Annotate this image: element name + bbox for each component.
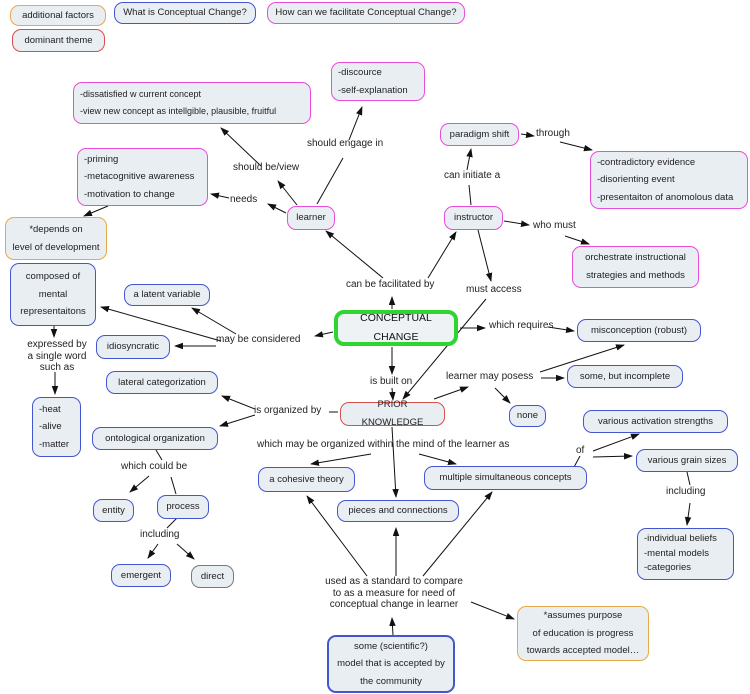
node-scientific-model[interactable]: some (scientific?) model that is accepte…: [327, 635, 455, 693]
label-which-could-be[interactable]: which could be: [121, 461, 188, 472]
label-is-built-on[interactable]: is built on: [370, 376, 413, 387]
node-assumes-purpose[interactable]: *assumes purpose of education is progres…: [517, 606, 649, 661]
node-conceptual-change[interactable]: CONCEPTUAL CHANGE: [334, 310, 458, 346]
label-may-be-considered[interactable]: may be considered: [216, 334, 301, 345]
node-idiosyncratic[interactable]: idiosyncratic: [96, 335, 170, 359]
label-expressed-by-single-word[interactable]: expressed by a single word such as: [27, 339, 87, 373]
node-learner[interactable]: learner: [287, 206, 335, 230]
label-learner-may-posess[interactable]: learner may posess: [446, 371, 534, 382]
label-used-as-standard[interactable]: used as a standard to compare to as a me…: [325, 576, 463, 610]
label-including-grain[interactable]: including: [666, 486, 706, 497]
label-through[interactable]: through: [536, 128, 570, 139]
label-which-may-be-organized[interactable]: which may be organized within the mind o…: [257, 439, 510, 450]
node-ontological-organization[interactable]: ontological organization: [92, 427, 218, 450]
legend-how-facilitate[interactable]: How can we facilitate Conceptual Change?: [267, 2, 465, 24]
node-contradictory-evidence[interactable]: -contradictory evidence -disorienting ev…: [590, 151, 748, 209]
label-should-engage-in[interactable]: should engage in: [307, 138, 384, 149]
node-direct[interactable]: direct: [191, 565, 234, 588]
node-individual-beliefs[interactable]: -individual beliefs -mental models -cate…: [637, 528, 734, 580]
node-various-activation-strengths[interactable]: various activation strengths: [583, 410, 728, 433]
label-who-must[interactable]: who must: [533, 220, 576, 231]
node-multiple-simultaneous-concepts[interactable]: multiple simultaneous concepts: [424, 466, 587, 490]
node-dissatisfied[interactable]: -dissatisfied w current concept -view ne…: [73, 82, 311, 124]
node-none[interactable]: none: [509, 405, 546, 427]
node-instructor[interactable]: instructor: [444, 206, 503, 230]
node-composed-of-mental-representations[interactable]: composed of mental representaitons: [10, 263, 96, 326]
node-cohesive-theory[interactable]: a cohesive theory: [258, 467, 355, 492]
node-orchestrate-strategies[interactable]: orchestrate instructional strategies and…: [572, 246, 699, 288]
node-process[interactable]: process: [157, 495, 209, 519]
legend-what-is-conceptual-change[interactable]: What is Conceptual Change?: [114, 2, 256, 24]
label-can-be-facilitated-by[interactable]: can be facilitated by: [346, 279, 435, 290]
label-of[interactable]: of: [576, 445, 585, 456]
label-must-access[interactable]: must access: [466, 284, 522, 295]
node-heat-alive-matter[interactable]: -heat -alive -matter: [32, 397, 81, 457]
node-prior-knowledge[interactable]: PRIOR KNOWLEDGE: [340, 399, 445, 428]
node-paradigm-shift[interactable]: paradigm shift: [440, 123, 519, 146]
node-latent-variable[interactable]: a latent variable: [124, 284, 210, 306]
label-can-initiate-a[interactable]: can initiate a: [444, 170, 501, 181]
node-misconception[interactable]: misconception (robust): [577, 319, 701, 342]
node-priming[interactable]: -priming -metacognitive awareness -motiv…: [77, 148, 208, 206]
label-including-process[interactable]: including: [140, 529, 180, 540]
label-which-requires[interactable]: which requires: [489, 320, 554, 331]
node-pieces-and-connections[interactable]: pieces and connections: [337, 500, 459, 522]
node-entity[interactable]: entity: [93, 499, 134, 522]
legend-additional-factors[interactable]: additional factors: [10, 5, 106, 26]
label-is-organized-by[interactable]: is organized by: [254, 405, 322, 416]
node-discourse[interactable]: -discource -self-explanation: [331, 62, 425, 101]
node-lateral-categorization[interactable]: lateral categorization: [106, 371, 218, 394]
node-depends-on-development[interactable]: *depends on level of development: [5, 217, 107, 260]
node-some-but-incomplete[interactable]: some, but incomplete: [567, 365, 683, 388]
legend-dominant-theme[interactable]: dominant theme: [12, 29, 105, 52]
label-should-be-view[interactable]: should be/view: [233, 162, 300, 173]
node-emergent[interactable]: emergent: [111, 564, 171, 587]
label-needs[interactable]: needs: [230, 194, 258, 205]
node-various-grain-sizes[interactable]: various grain sizes: [636, 449, 738, 472]
